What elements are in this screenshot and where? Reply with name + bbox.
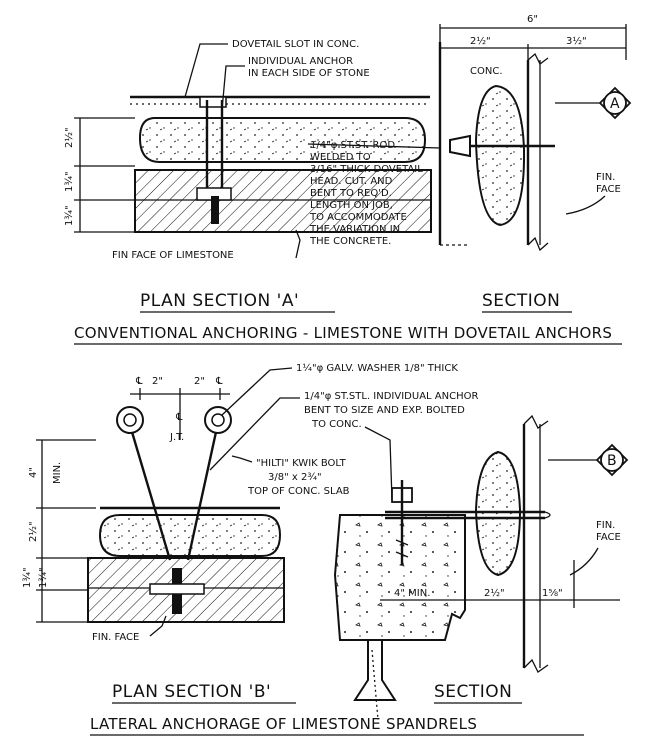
- dim-left-2half: 2½": [63, 127, 75, 148]
- dim-2half-sec-b: 2½": [484, 587, 505, 599]
- plan-section-a: 2½" 1¾" 1¾" DOVETAIL SLOT IN CONC. INDIV…: [63, 39, 441, 261]
- steel-beam: [353, 639, 397, 701]
- title-lateral-anchorage: LATERAL ANCHORAGE OF LIMESTONE SPANDRELS: [90, 715, 477, 733]
- limestone-block-b: [87, 557, 285, 623]
- break-line-b-bottom: [523, 658, 549, 673]
- dim-1a-b: 1¾": [22, 567, 33, 588]
- label-fin-face-limestone: FIN FACE OF LIMESTONE: [112, 250, 234, 261]
- label-face: FACE: [596, 184, 621, 195]
- anchor-slot-b: [149, 583, 205, 595]
- backup-stone: [138, 117, 427, 163]
- rod-note-line-3: 3/16" THICK DOVETAIL: [310, 164, 423, 175]
- label-min: MIN.: [52, 462, 63, 484]
- section-stone-oval: [474, 84, 526, 227]
- caption-section-a: SECTION: [482, 291, 560, 311]
- break-line-bottom: [527, 236, 549, 252]
- leader-hilti: [231, 455, 253, 463]
- label-anchor-b-3: TO CONC.: [311, 419, 362, 430]
- dim-3half: 3½": [566, 35, 587, 47]
- label-top-slab: TOP OF CONC. SLAB: [247, 486, 350, 497]
- marker-b-label: B: [607, 453, 617, 469]
- dim-left-1b: 1¾": [64, 205, 75, 226]
- leader-fin-face-a: [565, 195, 606, 215]
- rod-note-line-5: BENT TO REQ'D.: [310, 188, 392, 199]
- anchor-hook: [544, 511, 551, 519]
- label-conc: CONC.: [470, 66, 503, 77]
- leader-fin-face: [295, 229, 301, 259]
- cl-right: ℄: [215, 376, 223, 387]
- dim-6: 6": [527, 14, 538, 25]
- label-anchor-b-2: BENT TO SIZE AND EXP. BOLTED: [304, 405, 465, 416]
- marker-b-circle: [600, 448, 624, 472]
- dim-1b-b: 1¾": [38, 567, 49, 588]
- rod-note-line-9: THE CONCRETE.: [309, 236, 391, 247]
- backup-stone-b: [98, 514, 282, 557]
- leader-dovetail: [184, 43, 228, 98]
- dim-1five8: 1⅝": [542, 588, 563, 599]
- joint-sealant: [211, 196, 219, 224]
- leader-fin-face-section-b: [569, 547, 599, 576]
- label-jt: J.T.: [169, 432, 184, 443]
- leader-washer: [221, 367, 293, 416]
- leader-anchor: [221, 65, 245, 111]
- dim-4: 4": [28, 467, 39, 478]
- leader-anchor-b: [209, 397, 300, 471]
- section-a: 6" 2½" 3½" CONC. FIN. FACE A: [438, 14, 632, 252]
- label-anchor-b-1: 1/4"φ ST.STL. INDIVIDUAL ANCHOR: [304, 391, 478, 402]
- label-dovetail-slot: DOVETAIL SLOT IN CONC.: [232, 39, 359, 50]
- label-fin: FIN.: [596, 172, 615, 183]
- label-fin-b: FIN.: [596, 520, 615, 531]
- label-hilti-1: "HILTI" KWIK BOLT: [256, 458, 347, 469]
- dovetail-head: [449, 134, 471, 158]
- leader-fin-face-b: [149, 615, 167, 637]
- dim-2half-b: 2½": [27, 521, 39, 542]
- dim-2a: 2": [152, 376, 163, 387]
- dovetail-slot: [199, 96, 227, 108]
- caption-plan-section-b: PLAN SECTION 'B': [112, 682, 271, 702]
- rod-note-line-7: TO ACCOMMODATE: [309, 212, 407, 223]
- leader-rod: [307, 143, 441, 149]
- cl-mid: ℄: [175, 412, 183, 423]
- marker-a-circle: [603, 91, 627, 115]
- rod-note-line-2: WELDED TO: [310, 152, 371, 163]
- limestone-block: [134, 169, 432, 233]
- caption-plan-section-a: PLAN SECTION 'A': [140, 291, 299, 311]
- section-stone-oval-b: [474, 450, 522, 577]
- label-washer: 1¼"φ GALV. WASHER 1/8" THICK: [296, 362, 458, 374]
- label-hilti-2: 3/8" x 2¾": [268, 472, 322, 483]
- dim-2half: 2½": [470, 35, 491, 47]
- marker-a-label: A: [610, 96, 620, 112]
- break-line-top: [527, 52, 549, 65]
- dim-left-1a: 1¾": [64, 171, 75, 192]
- concrete-slab: [333, 514, 466, 641]
- label-anchor-1: INDIVIDUAL ANCHOR: [248, 56, 353, 67]
- label-anchor-2: IN EACH SIDE OF STONE: [248, 68, 370, 79]
- caption-section-b: SECTION: [434, 682, 512, 702]
- cl-left: ℄: [135, 376, 143, 387]
- section-b: 4" MIN. 2½" 1⅝" FIN. FACE B: [333, 414, 629, 721]
- rod-note-line-6: LENGTH ON JOB,: [310, 200, 393, 211]
- dim-2b: 2": [194, 376, 205, 387]
- leader-anchor-section: [364, 426, 393, 501]
- break-line-b-top: [523, 414, 549, 429]
- rod-note-line-4: HEAD. CUT. AND: [310, 176, 393, 187]
- label-fin-face-plan-b: FIN. FACE: [92, 632, 139, 643]
- dim-4min: 4" MIN.: [394, 588, 430, 599]
- title-conventional-anchoring: CONVENTIONAL ANCHORING - LIMESTONE WITH …: [74, 324, 612, 342]
- rod-note-line-8: THE VARIATION IN: [309, 224, 400, 235]
- plan-section-b: ℄ ℄ ℄ 2" 2" J.T. 4" MIN. 2½" 1¾" 1¾" FIN…: [22, 367, 300, 643]
- label-face-b: FACE: [596, 532, 621, 543]
